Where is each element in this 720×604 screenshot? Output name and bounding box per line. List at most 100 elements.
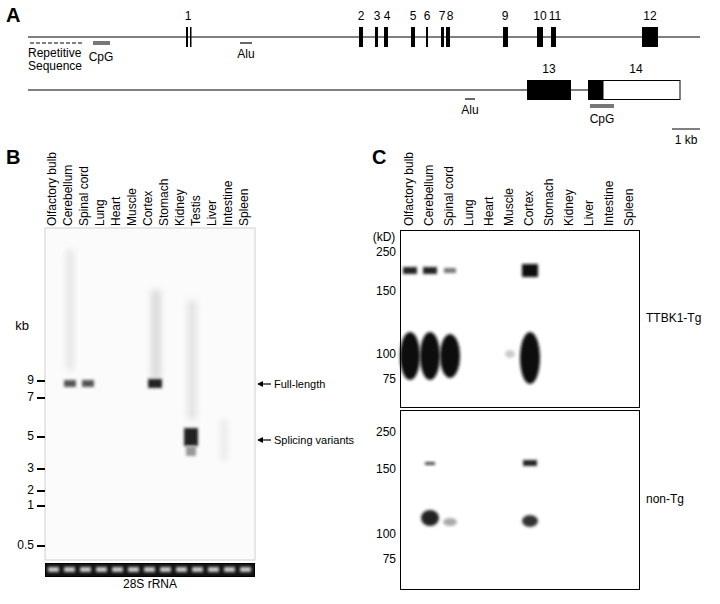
exon-number: 8 — [447, 10, 454, 23]
gene-map-part — [642, 27, 658, 47]
western-blot-part — [444, 268, 456, 273]
band-label: Full-length — [274, 378, 325, 390]
rrna-gel-part — [64, 567, 75, 572]
band-arrow — [257, 381, 271, 443]
lane-label: Lung — [463, 199, 476, 226]
exon-number: 3 — [374, 10, 381, 23]
feature-label: Alu — [237, 48, 254, 61]
axis-unit: kb — [15, 319, 29, 333]
exon-number: 1 — [185, 10, 192, 23]
northern-blot-part — [148, 379, 162, 388]
lane-label: Spinal cord — [443, 166, 456, 226]
lane-label: Liver — [583, 200, 596, 226]
feature-label: CpG — [89, 51, 114, 64]
lane-label: Intestine — [222, 181, 235, 226]
gel-strip: 28S rRNA — [45, 563, 255, 577]
size-marker-ticks-part — [37, 545, 45, 547]
rrna-gel-part — [112, 567, 123, 572]
northern-blot-part — [66, 250, 74, 370]
size-marker: 100 — [376, 348, 396, 361]
lane-label: Stomach — [158, 179, 171, 226]
rrna-gel-part — [80, 567, 91, 572]
lane-label: Lung — [94, 199, 107, 226]
lane-label: Olfactory bulb — [403, 152, 416, 226]
lane-label: Spleen — [623, 189, 636, 226]
exon-number: 7 — [439, 10, 446, 23]
size-marker: 250 — [376, 426, 396, 439]
western-blot-part — [420, 332, 440, 380]
gene-map-part — [28, 37, 700, 38]
gene-map-part — [537, 27, 543, 47]
lane-label: Heart — [483, 197, 496, 226]
size-marker: 150 — [376, 463, 396, 476]
lane-label: Spinal cord — [78, 166, 91, 226]
lane-label: Olfactory bulb — [46, 152, 59, 226]
size-marker: 3 — [27, 462, 34, 475]
exon-number: 10 — [533, 10, 546, 23]
lane-label: Cerebellum — [423, 165, 436, 226]
western-blot-part — [522, 264, 538, 277]
lane-label: Muscle — [503, 188, 516, 226]
rrna-gel-part — [48, 567, 59, 572]
size-marker: 250 — [376, 246, 396, 259]
western-blot-part — [423, 267, 437, 274]
blot-panel: TTBK1-Tg — [400, 230, 640, 408]
northern-blot-part — [184, 428, 198, 446]
gene-map-part — [590, 104, 614, 108]
gene-map-part — [93, 41, 110, 45]
lane-label: Stomach — [543, 179, 556, 226]
exon-number: 2 — [358, 10, 365, 23]
gene-map-part — [588, 80, 603, 100]
gene-map-part — [411, 27, 415, 47]
exon-number: 11 — [549, 10, 561, 23]
western-blot — [400, 230, 640, 590]
panel-heading: non-Tg — [646, 493, 684, 506]
size-marker-ticks-part — [37, 380, 45, 382]
northern-blot-part — [186, 446, 196, 456]
gene-map-part — [375, 27, 378, 47]
northern-blot-part — [45, 228, 255, 560]
northern-blot — [37, 228, 271, 577]
gene-map-part — [465, 98, 475, 99]
size-marker-ticks-part — [37, 397, 45, 399]
size-marker: 75 — [383, 553, 396, 566]
panel-heading: TTBK1-Tg — [646, 312, 701, 325]
gene-map-part — [503, 27, 508, 47]
panel-heading: 28S rRNA — [123, 578, 177, 591]
exon-number: 12 — [643, 10, 656, 23]
western-blot-part — [520, 332, 540, 384]
western-blot-part — [425, 462, 435, 465]
gene-map-part — [190, 27, 192, 47]
gene-map-part — [527, 80, 571, 100]
western-blot-part — [421, 510, 439, 526]
rrna-gel-part — [224, 567, 235, 572]
gene-map-part — [441, 27, 444, 47]
gene-map-part — [30, 43, 82, 44]
size-marker-ticks — [37, 381, 45, 546]
size-marker-ticks-part — [37, 490, 45, 492]
exon-number: 14 — [629, 63, 642, 76]
gene-map-part — [240, 42, 252, 43]
exon-number: 5 — [410, 10, 417, 23]
rrna-gel — [45, 563, 255, 577]
band-arrow-part — [257, 437, 263, 443]
gene-map-part — [359, 27, 363, 47]
feature-label: Alu — [461, 104, 478, 117]
size-marker-ticks-part — [37, 468, 45, 470]
western-blot-part — [523, 460, 537, 466]
western-blot-part — [440, 334, 460, 378]
rrna-gel-part — [45, 563, 255, 577]
rrna-gel-part — [208, 567, 219, 572]
exon-number: 4 — [384, 10, 391, 23]
band-label: Splicing variants — [274, 434, 354, 446]
band-arrow-part — [257, 381, 263, 387]
western-blot-part — [443, 518, 457, 526]
lane-label: Cortex — [142, 191, 155, 226]
gene-map-part — [446, 27, 450, 47]
exon-number: 9 — [502, 10, 509, 23]
axis-unit: (kD) — [373, 231, 396, 244]
size-marker: 1 — [27, 499, 34, 512]
western-blot-part — [400, 332, 420, 380]
lane-label: Testis — [190, 195, 203, 226]
